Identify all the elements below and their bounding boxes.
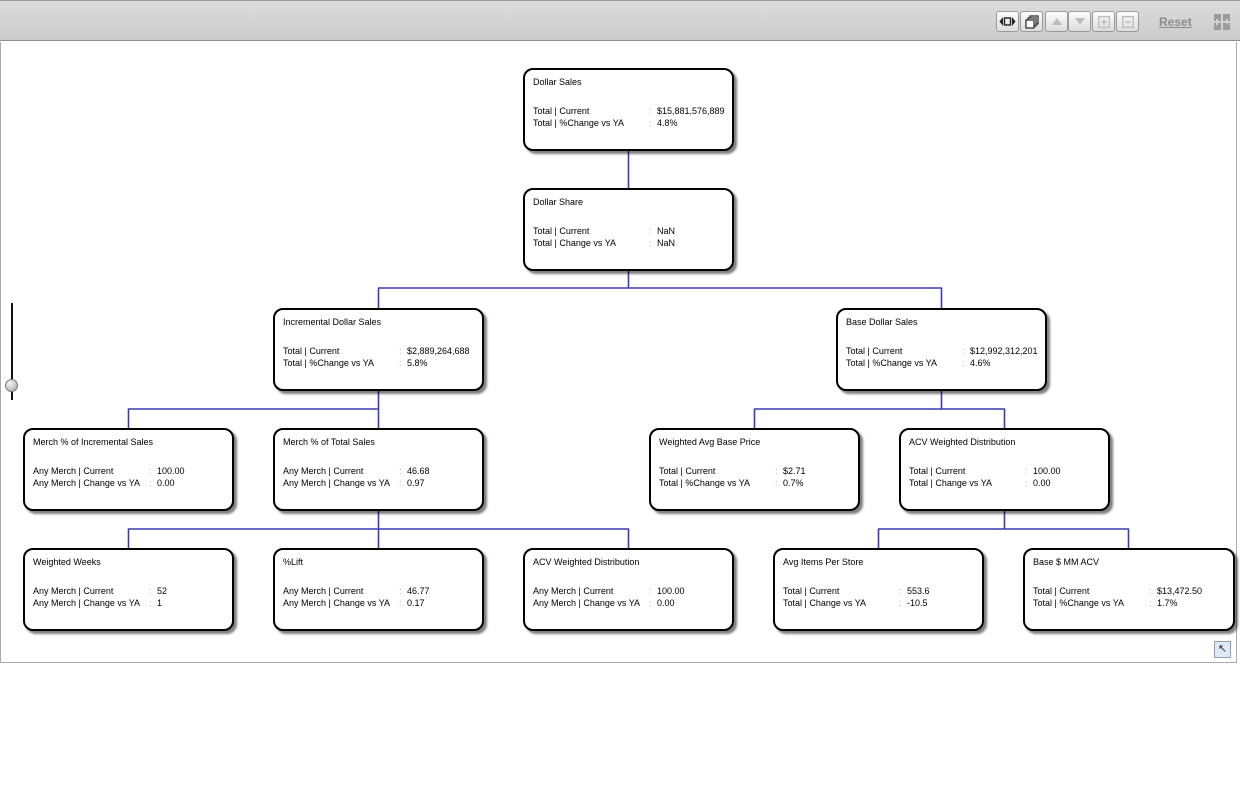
metric-row: Total | %Change vs YA:4.8% bbox=[533, 118, 678, 128]
metric-row: Total | Current:$2.71 bbox=[659, 466, 806, 476]
tree-node-base-mm-acv[interactable]: Base $ MM ACV Total | Current:$13,472.50… bbox=[1023, 548, 1235, 631]
metric-row: Total | Current:NaN bbox=[533, 226, 676, 236]
metric-row: Any Merch | Change vs YA:0.00 bbox=[533, 598, 675, 608]
arrow-up-left-icon: ↖ bbox=[1217, 643, 1228, 655]
tree-node-weighted-weeks[interactable]: Weighted Weeks Any Merch | Current:52 An… bbox=[23, 548, 234, 631]
metric-row: Total | %Change vs YA:4.6% bbox=[846, 358, 991, 368]
metric-row: Total | %Change vs YA:5.8% bbox=[283, 358, 428, 368]
fit-width-icon bbox=[999, 16, 1016, 27]
tree-node-pct-lift[interactable]: %Lift Any Merch | Current:46.77 Any Merc… bbox=[273, 548, 484, 631]
fit-width-button[interactable] bbox=[996, 11, 1019, 32]
metric-row: Total | Current:$2,889,264,688 bbox=[283, 346, 470, 356]
metric-row: Total | Current:$12,992,312,201 bbox=[846, 346, 1038, 356]
node-title: Base $ MM ACV bbox=[1033, 557, 1100, 567]
metric-row: Any Merch | Current:100.00 bbox=[33, 466, 185, 476]
tree-node-dollar-share[interactable]: Dollar Share Total | Current:NaN Total |… bbox=[523, 188, 734, 271]
metric-row: Total | Current:$13,472.50 bbox=[1033, 586, 1203, 596]
layers-icon bbox=[1024, 14, 1039, 29]
toolbar: Reset bbox=[0, 0, 1240, 41]
zoom-out-box-button[interactable] bbox=[1116, 11, 1139, 32]
metric-row: Any Merch | Change vs YA:0.97 bbox=[283, 478, 425, 488]
metric-row: Total | %Change vs YA:1.7% bbox=[1033, 598, 1178, 608]
node-title: Merch % of Incremental Sales bbox=[33, 437, 154, 447]
tree-node-merch-pct-of-total-sales[interactable]: Merch % of Total Sales Any Merch | Curre… bbox=[273, 428, 484, 511]
metric-row: Any Merch | Change vs YA:0.17 bbox=[283, 598, 425, 608]
zoom-in-box-button[interactable] bbox=[1092, 11, 1115, 32]
node-title: ACV Weighted Distribution bbox=[909, 437, 1016, 447]
tree-node-acv-weighted-distribution[interactable]: ACV Weighted Distribution Total | Curren… bbox=[899, 428, 1110, 511]
tree-node-dollar-sales[interactable]: Dollar Sales Total | Current:$15,881,576… bbox=[523, 68, 734, 151]
metric-row: Any Merch | Current:100.00 bbox=[533, 586, 685, 596]
node-title: ACV Weighted Distribution bbox=[533, 557, 640, 567]
zoom-slider-track[interactable] bbox=[11, 303, 13, 400]
node-title: Weighted Weeks bbox=[33, 557, 101, 567]
tree-node-avg-items-per-store[interactable]: Avg Items Per Store Total | Current:553.… bbox=[773, 548, 984, 631]
metric-row: Total | %Change vs YA:0.7% bbox=[659, 478, 804, 488]
tree-node-merch-pct-of-incremental-sales[interactable]: Merch % of Incremental Sales Any Merch |… bbox=[23, 428, 234, 511]
node-title: Base Dollar Sales bbox=[846, 317, 918, 327]
zoom-in-box-icon bbox=[1097, 15, 1110, 28]
metric-row: Any Merch | Current:52 bbox=[33, 586, 168, 596]
collapse-up-icon bbox=[1051, 18, 1062, 25]
node-title: Merch % of Total Sales bbox=[283, 437, 375, 447]
layers-button[interactable] bbox=[1020, 11, 1043, 32]
metric-row: Total | Change vs YA:NaN bbox=[533, 238, 676, 248]
metric-row: Total | Current:100.00 bbox=[909, 466, 1061, 476]
expand-down-icon bbox=[1074, 18, 1085, 25]
node-title: Avg Items Per Store bbox=[783, 557, 864, 567]
decomposition-tree-canvas: Dollar Sales Total | Current:$15,881,576… bbox=[0, 42, 1237, 663]
tree-node-weighted-avg-base-price[interactable]: Weighted Avg Base Price Total | Current:… bbox=[649, 428, 860, 511]
metric-row: Any Merch | Change vs YA:1 bbox=[33, 598, 163, 608]
node-title: %Lift bbox=[283, 557, 304, 567]
node-title: Dollar Sales bbox=[533, 77, 582, 87]
node-title: Dollar Share bbox=[533, 197, 584, 207]
navigate-up-left-button[interactable]: ↖ bbox=[1214, 641, 1231, 658]
tree-node-acv-weighted-distribution-bottom[interactable]: ACV Weighted Distribution Any Merch | Cu… bbox=[523, 548, 734, 631]
tree-node-base-dollar-sales[interactable]: Base Dollar Sales Total | Current:$12,99… bbox=[836, 308, 1047, 391]
four-squares-icon[interactable] bbox=[1214, 14, 1230, 30]
reset-button[interactable]: Reset bbox=[1159, 15, 1192, 29]
metric-row: Any Merch | Current:46.68 bbox=[283, 466, 430, 476]
metric-row: Total | Current:$15,881,576,889 bbox=[533, 106, 725, 116]
metric-row: Any Merch | Current:46.77 bbox=[283, 586, 430, 596]
node-title: Weighted Avg Base Price bbox=[659, 437, 761, 447]
tree-node-incremental-dollar-sales[interactable]: Incremental Dollar Sales Total | Current… bbox=[273, 308, 484, 391]
metric-row: Total | Change vs YA:-10.5 bbox=[783, 598, 928, 608]
metric-row: Total | Current:553.6 bbox=[783, 586, 930, 596]
metric-row: Any Merch | Change vs YA:0.00 bbox=[33, 478, 175, 488]
zoom-slider-handle[interactable] bbox=[5, 379, 18, 392]
node-title: Incremental Dollar Sales bbox=[283, 317, 382, 327]
metric-row: Total | Change vs YA:0.00 bbox=[909, 478, 1051, 488]
zoom-out-box-icon bbox=[1121, 15, 1134, 28]
collapse-up-button[interactable] bbox=[1045, 11, 1068, 32]
expand-down-button[interactable] bbox=[1068, 11, 1091, 32]
